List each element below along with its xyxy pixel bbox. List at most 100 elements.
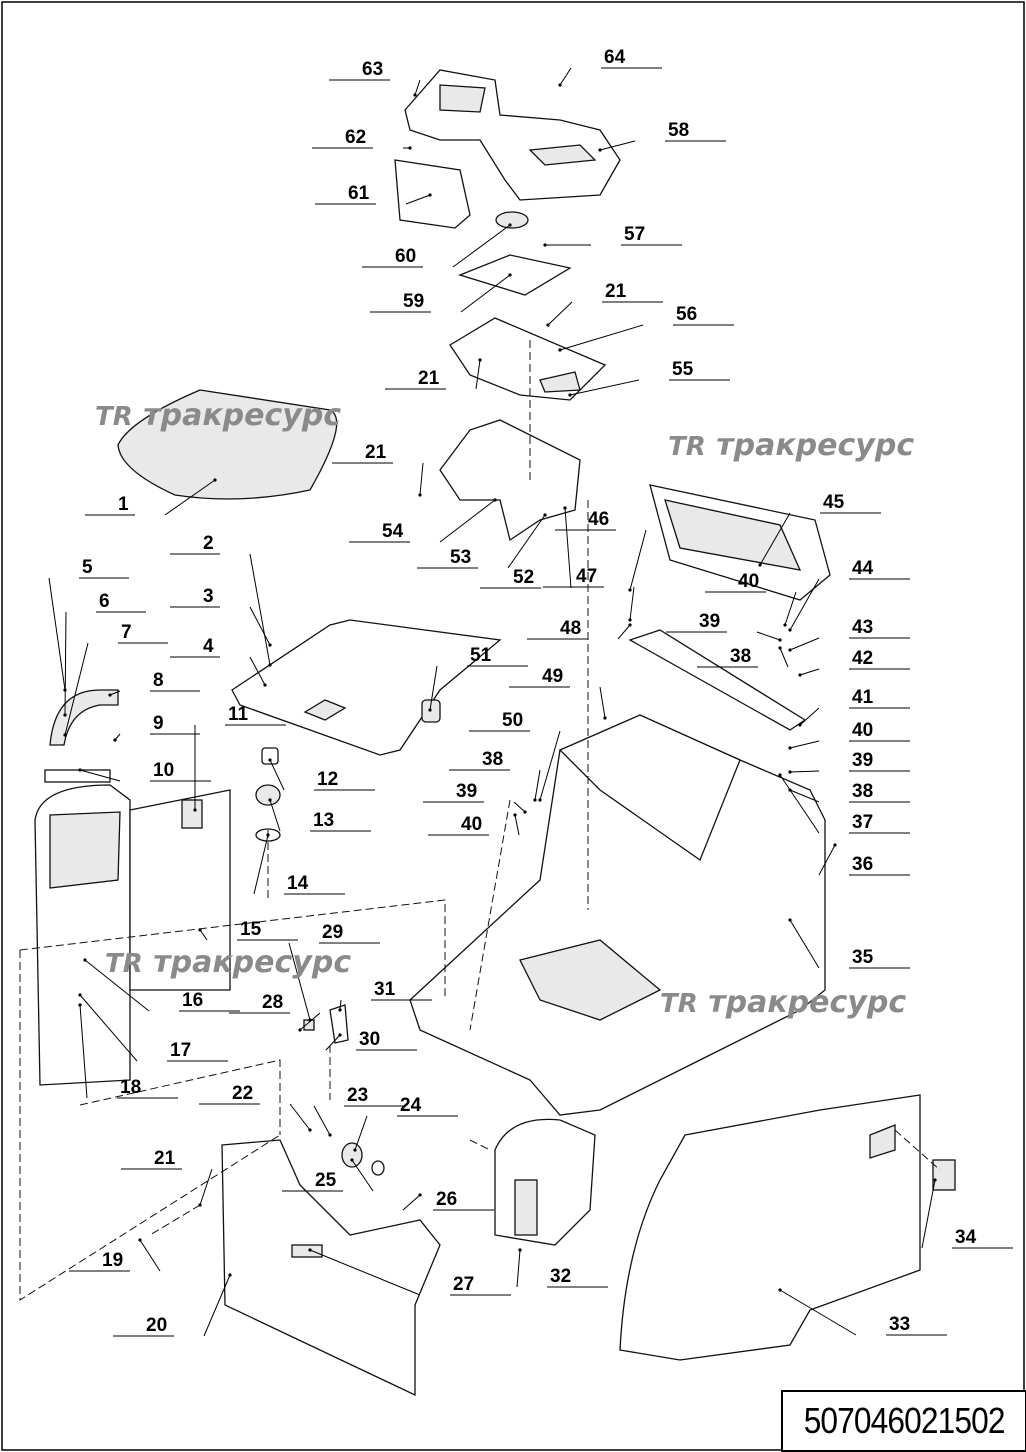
callout-number: 38 xyxy=(730,646,751,667)
callout-number: 30 xyxy=(359,1029,380,1050)
callout-41: 41 xyxy=(798,687,910,727)
leader-dot xyxy=(298,1028,302,1032)
callout-number: 13 xyxy=(313,810,334,831)
callout-4: 4 xyxy=(170,636,267,687)
leader-dot xyxy=(198,928,202,932)
callout-16: 16 xyxy=(83,958,240,1012)
leader-line xyxy=(199,1103,311,1131)
callout-number: 9 xyxy=(153,713,164,734)
callout-number: 21 xyxy=(605,281,627,302)
callout-number: 50 xyxy=(502,710,523,731)
svg-text:TR тракресурс: TR тракресурс xyxy=(105,945,351,980)
callout-number: 8 xyxy=(153,670,164,691)
leader-line xyxy=(79,769,211,782)
leader-dot xyxy=(63,713,67,717)
callout-number: 18 xyxy=(120,1077,141,1098)
leader-dot xyxy=(563,506,567,510)
leader-line xyxy=(325,1034,417,1051)
callout-37: 37 xyxy=(778,773,910,834)
leader-dot xyxy=(558,83,562,87)
leader-line xyxy=(253,834,345,895)
callout-7: 7 xyxy=(63,622,168,737)
leader-line xyxy=(121,1168,213,1206)
leader-dot xyxy=(268,758,272,762)
leader-line xyxy=(354,1115,458,1151)
leader-dot xyxy=(413,93,417,97)
callout-number: 28 xyxy=(262,992,283,1013)
leader-dot xyxy=(546,323,550,327)
callout-21: 21 xyxy=(121,1148,213,1207)
callout-number: 48 xyxy=(560,618,581,639)
callout-63: 63 xyxy=(329,59,421,97)
leader-dot xyxy=(783,623,787,627)
callout-40: 40 xyxy=(788,720,910,750)
callout-number: 52 xyxy=(513,567,534,588)
callout-57: 57 xyxy=(543,224,682,247)
callout-number: 17 xyxy=(170,1040,191,1061)
leader-dot xyxy=(523,810,527,814)
callout-47: 47 xyxy=(543,566,635,622)
leader-line xyxy=(705,591,797,626)
leader-dot xyxy=(193,808,197,812)
part-code-box: 507046021502 xyxy=(781,1390,1026,1452)
leader-dot xyxy=(78,768,82,772)
leader-line xyxy=(332,462,424,496)
leader-line xyxy=(315,194,431,205)
callout-43: 43 xyxy=(788,617,910,652)
leader-dot xyxy=(266,833,270,837)
leader-line xyxy=(789,789,910,803)
callout-number: 1 xyxy=(118,494,129,515)
leader-dot xyxy=(513,813,517,817)
callout-number: 36 xyxy=(852,854,873,875)
callout-13: 13 xyxy=(268,798,371,832)
leader-line xyxy=(362,224,511,268)
leader-line xyxy=(818,844,910,876)
leader-dot xyxy=(538,798,542,802)
leader-dot xyxy=(268,663,272,667)
leader-line xyxy=(666,631,781,641)
leader-line xyxy=(113,1274,231,1337)
leader-line xyxy=(779,774,910,834)
leader-line xyxy=(543,586,635,621)
callout-11: 11 xyxy=(193,704,286,812)
callout-number: 40 xyxy=(852,720,873,741)
callout-9: 9 xyxy=(113,713,200,742)
leader-line xyxy=(527,624,631,640)
callout-number: 12 xyxy=(317,769,338,790)
callout-number: 37 xyxy=(852,812,873,833)
leader-dot xyxy=(83,958,87,962)
leader-line xyxy=(309,1249,511,1296)
leader-line xyxy=(199,929,298,941)
watermark: TR тракресурс xyxy=(105,945,351,980)
callout-2: 2 xyxy=(170,533,272,667)
callout-26: 26 xyxy=(402,1189,494,1211)
leader-line xyxy=(559,324,734,351)
watermark: TR тракресурс xyxy=(668,428,914,463)
leader-line xyxy=(349,499,496,543)
side-cover-33 xyxy=(619,1094,921,1361)
leader-dot xyxy=(263,683,267,687)
leader-line xyxy=(269,799,371,832)
callout-64: 64 xyxy=(558,47,662,87)
callout-36: 36 xyxy=(818,843,910,876)
leader-line xyxy=(417,514,546,569)
callout-39: 39 xyxy=(423,781,527,814)
callout-number: 16 xyxy=(182,990,203,1011)
svg-text:TR тракресурс: TR тракресурс xyxy=(668,428,914,463)
leader-line xyxy=(79,994,228,1062)
callout-number: 14 xyxy=(287,873,309,894)
callout-number: 32 xyxy=(550,1266,571,1287)
leader-line xyxy=(64,611,146,716)
callout-number: 44 xyxy=(852,558,874,579)
leader-dot xyxy=(778,773,782,777)
callout-19: 19 xyxy=(69,1238,161,1272)
leader-line xyxy=(170,553,271,666)
callout-number: 58 xyxy=(668,120,689,141)
front-panel xyxy=(221,1139,441,1397)
leader-dot xyxy=(788,628,792,632)
callout-number: 21 xyxy=(418,368,440,389)
leader-line xyxy=(429,665,528,711)
callout-number: 11 xyxy=(228,704,249,725)
callout-18: 18 xyxy=(78,1003,178,1099)
leader-dot xyxy=(778,638,782,642)
